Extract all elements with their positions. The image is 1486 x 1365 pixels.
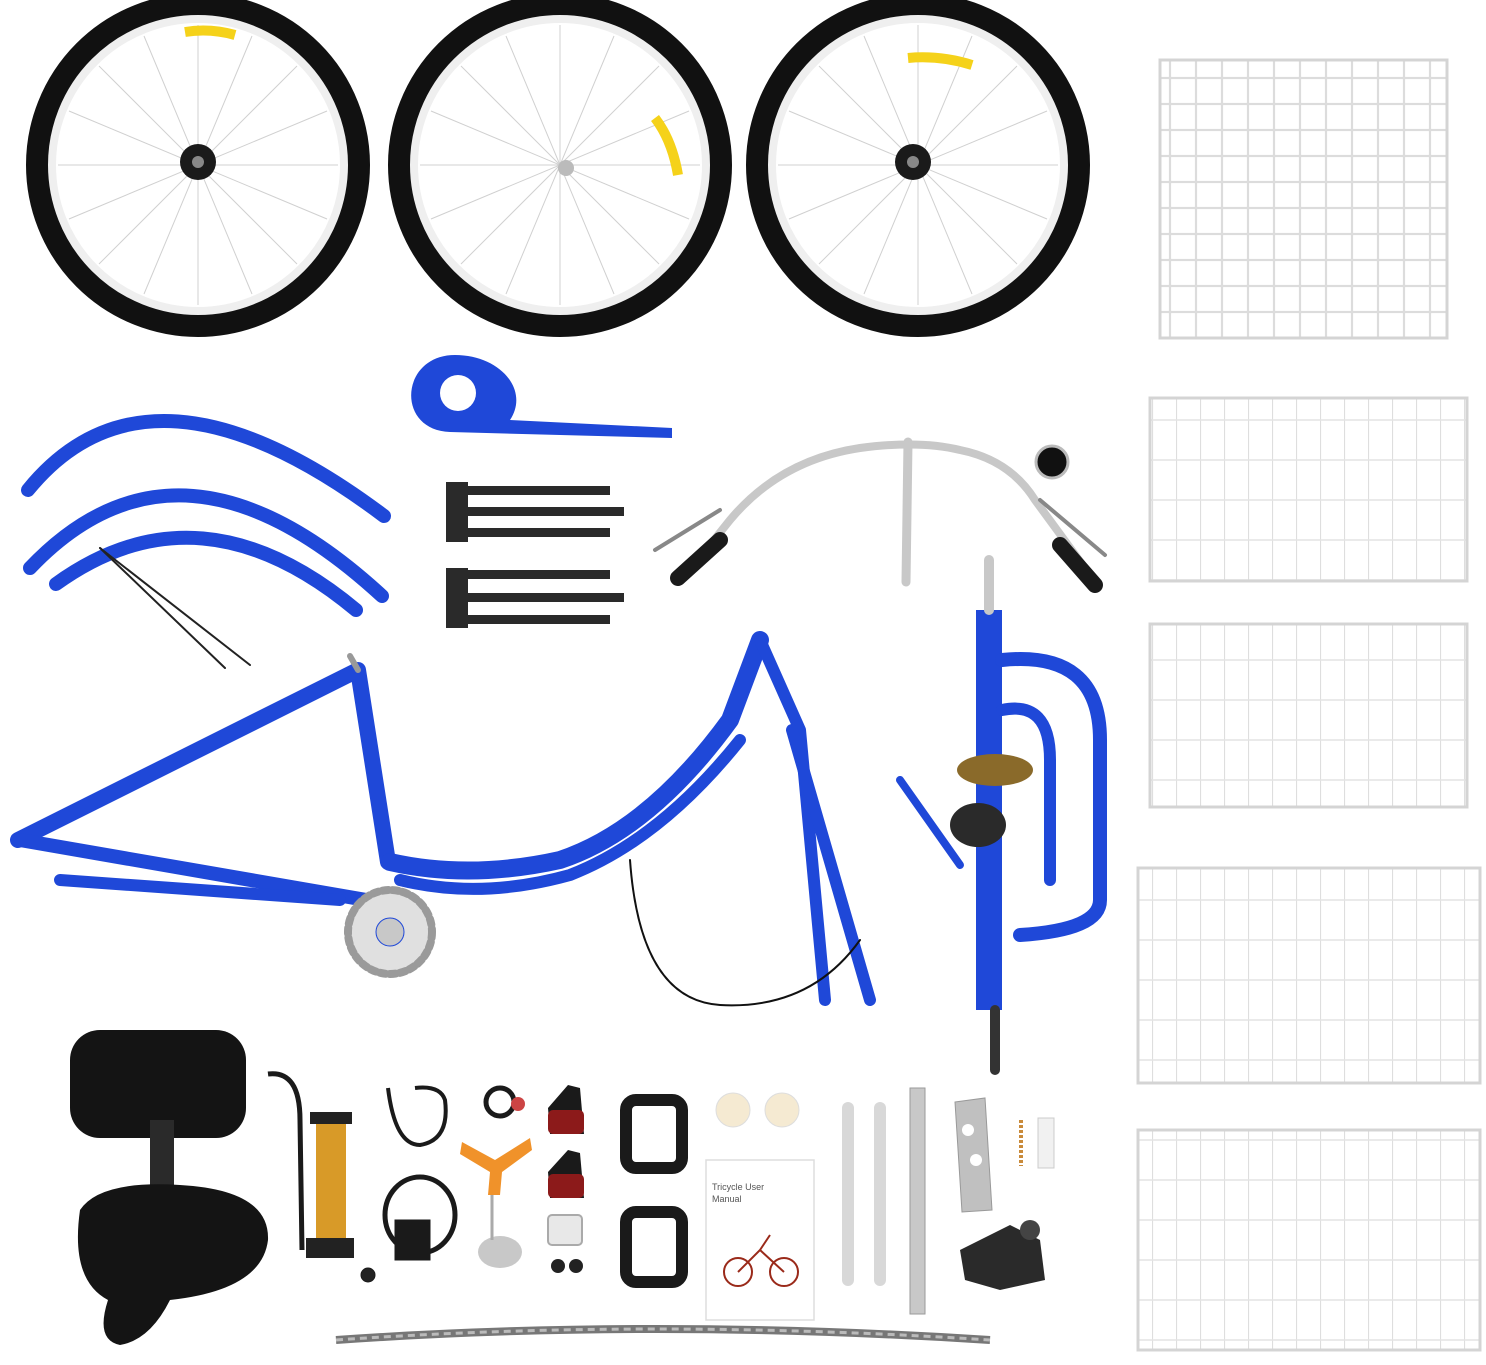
rear-axle-assembly — [896, 555, 1107, 1075]
caps — [715, 1092, 800, 1128]
tail-lights — [548, 1085, 584, 1198]
rear-wheel-right — [746, 0, 1090, 337]
chain-guard — [411, 355, 672, 438]
fenders — [21, 413, 391, 669]
front-wheel — [26, 0, 370, 337]
rear-derailleur — [960, 1220, 1045, 1290]
manual-title-line1: Tricycle User — [712, 1182, 764, 1192]
manual-tricycle-illustration — [723, 1234, 799, 1287]
frame — [10, 631, 876, 1007]
seat-post — [909, 1087, 926, 1315]
bell — [478, 1085, 525, 1268]
user-manual: Tricycle User Manual — [705, 1159, 815, 1321]
chain — [335, 1325, 991, 1344]
multi-wrench — [954, 1097, 993, 1213]
mounting-straps — [446, 482, 624, 628]
reflector — [547, 1214, 583, 1273]
cable-lock — [360, 1085, 458, 1283]
seat-with-backrest — [70, 1030, 269, 1345]
y-wrench — [460, 1138, 532, 1240]
basket-side-panels — [1136, 396, 1482, 1352]
handlebar — [653, 437, 1107, 593]
brackets — [842, 1102, 886, 1286]
manual-title-line2: Manual — [712, 1194, 742, 1204]
pedals — [620, 1094, 688, 1288]
basket-bottom-panel — [1158, 58, 1449, 340]
air-pump — [267, 1071, 354, 1258]
rear-wheel-left — [388, 0, 732, 337]
spring — [1019, 1117, 1055, 1169]
